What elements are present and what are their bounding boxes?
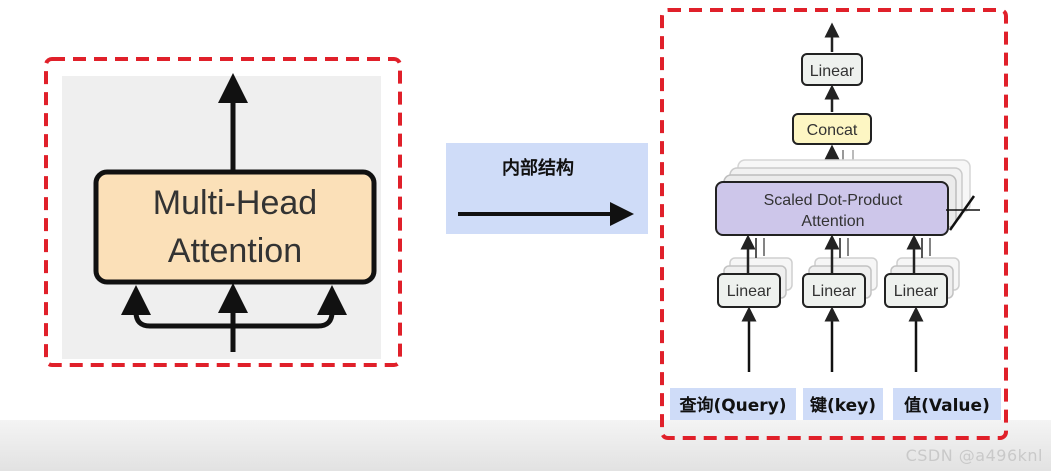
linear-v-group: Linear xyxy=(884,234,960,372)
middle-connector: 内部结构 xyxy=(446,143,648,234)
mha-block xyxy=(93,169,377,285)
value-label: 值(Value) xyxy=(904,395,990,416)
right-highlight-frame xyxy=(660,8,1008,440)
key-label-box xyxy=(803,388,883,420)
linear-k-group: Linear xyxy=(802,234,878,372)
linear-top-label: Linear xyxy=(810,63,855,80)
sdpa-label-line2: Attention xyxy=(801,213,864,230)
internal-structure-label: 内部结构 xyxy=(502,157,574,179)
concat-block xyxy=(792,113,872,145)
head-count-slash xyxy=(948,195,976,231)
right-panel: Linear Concat Scaled Dot-Product Attenti… xyxy=(660,8,1008,440)
watermark: CSDN @a496knl xyxy=(905,446,1043,465)
value-label-box xyxy=(893,388,1001,420)
query-label-box xyxy=(670,388,796,420)
mha-input-arrow-left xyxy=(121,285,233,329)
linear-v-label: Linear xyxy=(894,283,939,300)
internal-structure-label-box xyxy=(446,143,648,234)
left-highlight-frame xyxy=(44,57,402,367)
key-label: 键(key) xyxy=(810,395,876,416)
linear-q-label: Linear xyxy=(727,283,772,300)
mha-block-line2: Attention xyxy=(168,232,302,270)
linear-k-label: Linear xyxy=(812,283,857,300)
query-label: 查询(Query) xyxy=(678,395,786,416)
linear-q-group: Linear xyxy=(717,234,793,372)
concat-label: Concat xyxy=(807,122,858,139)
sdpa-label-line1: Scaled Dot-Product xyxy=(764,192,903,209)
bottom-bar xyxy=(0,420,1051,471)
left-panel: Multi-Head Attention xyxy=(44,57,402,367)
mha-input-arrow-right xyxy=(233,285,347,329)
mha-block-line1: Multi-Head xyxy=(153,184,317,222)
